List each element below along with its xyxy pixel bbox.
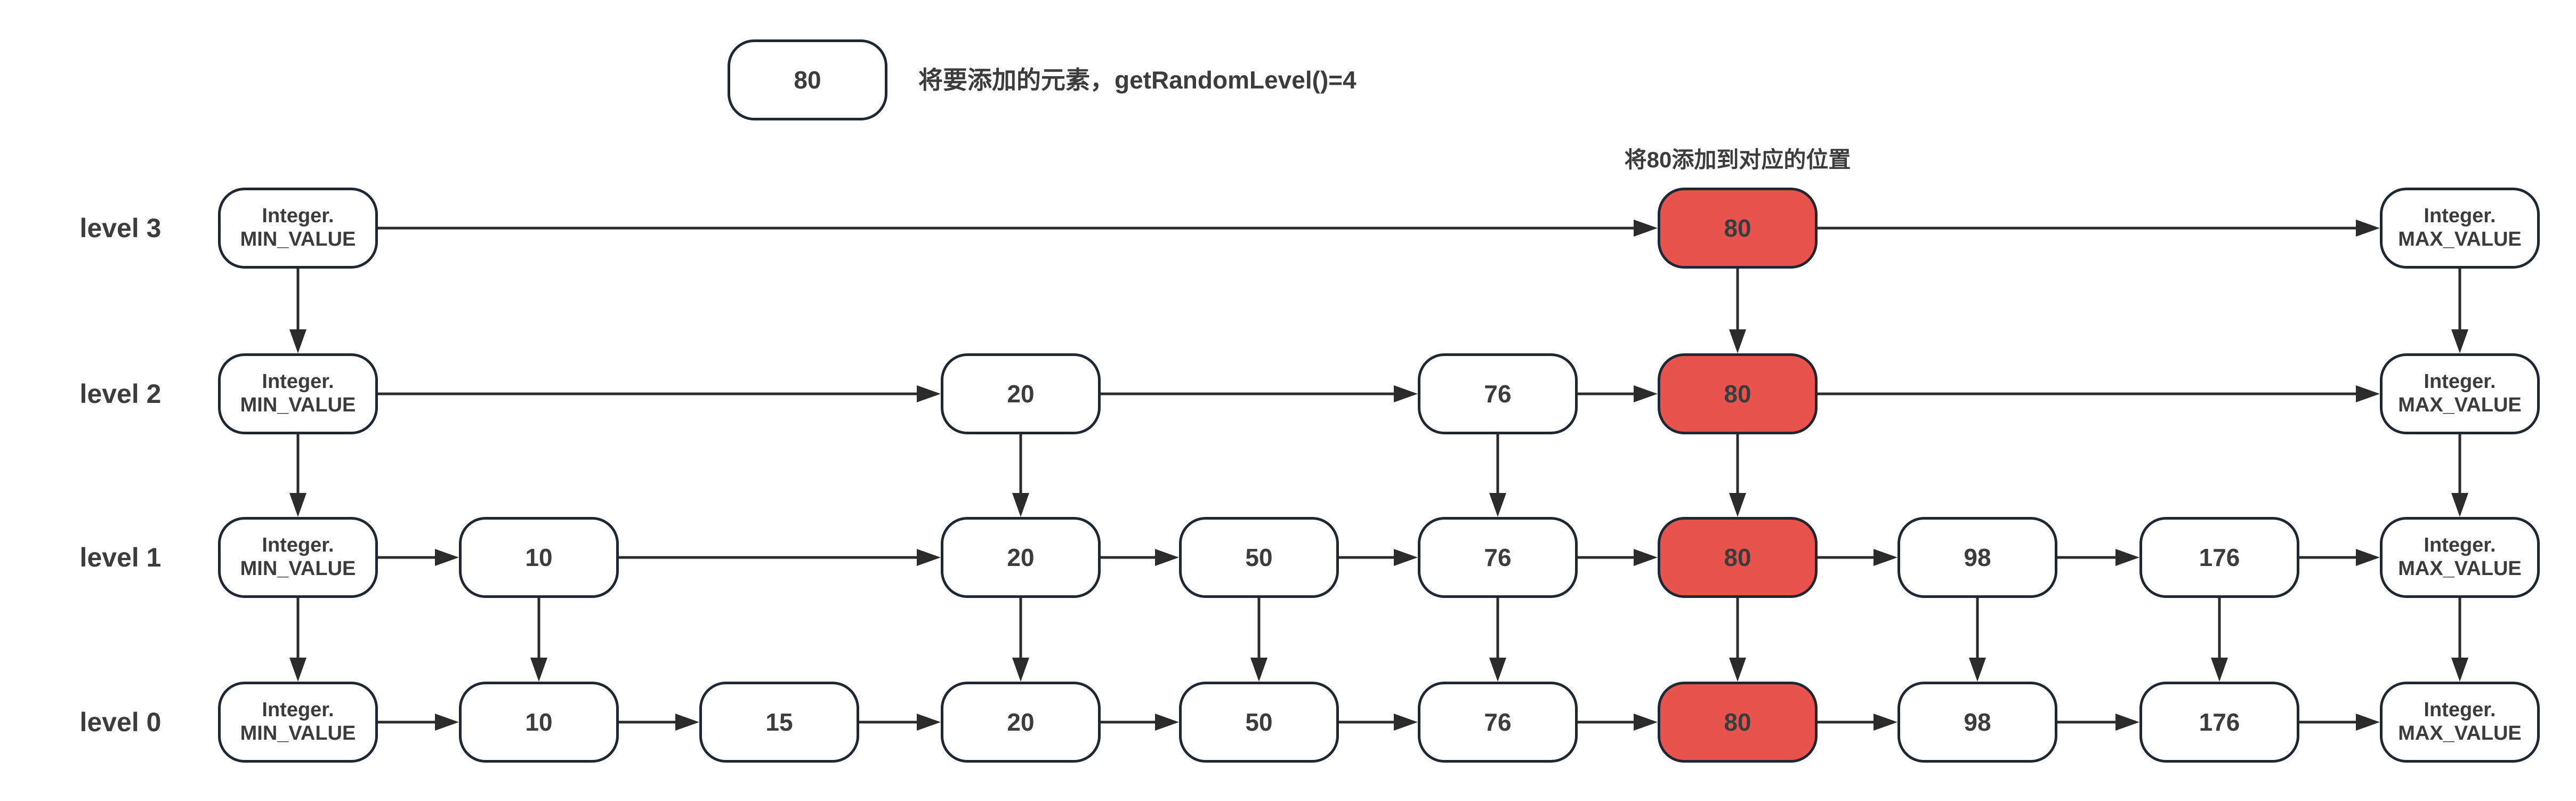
arrow-level2-20-to-76 [1101, 385, 1418, 402]
legend-sample-node: 80 [728, 39, 887, 120]
arrow-level0-98-to-176 [2057, 714, 2139, 731]
node-level2-20: 20 [941, 353, 1101, 434]
node-level2-min: Integer. MIN_VALUE [218, 353, 378, 434]
arrow-level1-76-to-80 [1578, 549, 1658, 566]
arrow-min-level3-to-level2 [289, 269, 306, 353]
arrow-level2-80-to-max [1818, 385, 2380, 402]
node-level0-98: 98 [1897, 682, 2057, 763]
arrow-level2-76-to-80 [1578, 385, 1658, 402]
arrow-min-level1-to-level0 [289, 598, 306, 682]
arrow-80-level3-to-level2 [1729, 269, 1746, 353]
annotation-label: 将80添加到对应的位置 [1624, 147, 1851, 172]
node-level1-76: 76 [1418, 517, 1578, 598]
node-level1-98: 98 [1897, 517, 2057, 598]
node-level0-20: 20 [941, 682, 1101, 763]
arrow-176-level1-to-level0 [2211, 598, 2228, 682]
arrow-max-level1-to-level0 [2451, 598, 2468, 682]
node-level0-10: 10 [459, 682, 619, 763]
arrow-level0-80-to-98 [1818, 714, 1897, 731]
arrow-80-level1-to-level0 [1729, 598, 1746, 682]
node-level1-80: 80 [1658, 517, 1818, 598]
node-level1-20: 20 [941, 517, 1101, 598]
arrow-level3-80-to-max [1818, 220, 2380, 237]
arrow-level1-20-to-50 [1101, 549, 1179, 566]
arrow-level1-50-to-76 [1339, 549, 1418, 566]
arrow-level1-98-to-176 [2057, 549, 2139, 566]
node-level3-min: Integer. MIN_VALUE [218, 188, 378, 269]
arrow-level3-min-to-80 [378, 220, 1658, 237]
node-level1-176: 176 [2139, 517, 2299, 598]
arrow-level0-176-to-max [2299, 714, 2380, 731]
node-level1-min: Integer. MIN_VALUE [218, 517, 378, 598]
arrow-level1-176-to-max [2299, 549, 2380, 566]
node-level1-max: Integer. MAX_VALUE [2380, 517, 2540, 598]
node-level0-80: 80 [1658, 682, 1818, 763]
arrow-98-level1-to-level0 [1969, 598, 1986, 682]
arrow-level0-50-to-76 [1339, 714, 1418, 731]
node-level0-15: 15 [699, 682, 859, 763]
node-level3-max: Integer. MAX_VALUE [2380, 188, 2540, 269]
arrow-level0-20-to-50 [1101, 714, 1179, 731]
arrow-80-level2-to-level1 [1729, 434, 1746, 517]
arrow-max-level3-to-level2 [2451, 269, 2468, 353]
arrow-20-level2-to-level1 [1012, 434, 1029, 517]
arrow-level1-min-to-10 [378, 549, 459, 566]
arrow-level0-min-to-10 [378, 714, 459, 731]
arrow-76-level1-to-level0 [1489, 598, 1506, 682]
arrow-level0-10-to-15 [619, 714, 699, 731]
arrow-max-level2-to-level1 [2451, 434, 2468, 517]
arrow-76-level2-to-level1 [1489, 434, 1506, 517]
node-level3-80: 80 [1658, 188, 1818, 269]
node-level2-76: 76 [1418, 353, 1578, 434]
node-level0-76: 76 [1418, 682, 1578, 763]
node-level0-176: 176 [2139, 682, 2299, 763]
node-level0-max: Integer. MAX_VALUE [2380, 682, 2540, 763]
level-label-level1: level 1 [79, 543, 161, 572]
arrow-level0-76-to-80 [1578, 714, 1658, 731]
node-level2-80: 80 [1658, 353, 1818, 434]
node-level0-min: Integer. MIN_VALUE [218, 682, 378, 763]
arrow-50-level1-to-level0 [1250, 598, 1267, 682]
arrow-min-level2-to-level1 [289, 434, 306, 517]
node-level1-10: 10 [459, 517, 619, 598]
arrow-level2-min-to-20 [378, 385, 941, 402]
level-label-level0: level 0 [79, 707, 161, 737]
node-level2-max: Integer. MAX_VALUE [2380, 353, 2540, 434]
arrow-level1-80-to-98 [1818, 549, 1897, 566]
node-level1-50: 50 [1179, 517, 1339, 598]
arrow-level0-15-to-20 [859, 714, 941, 731]
arrow-10-level1-to-level0 [530, 598, 547, 682]
arrow-20-level1-to-level0 [1012, 598, 1029, 682]
legend-caption: 将要添加的元素，getRandomLevel()=4 [918, 66, 1356, 94]
arrow-level1-10-to-20 [619, 549, 941, 566]
level-label-level3: level 3 [79, 213, 161, 243]
node-level0-50: 50 [1179, 682, 1339, 763]
level-label-level2: level 2 [79, 379, 161, 409]
